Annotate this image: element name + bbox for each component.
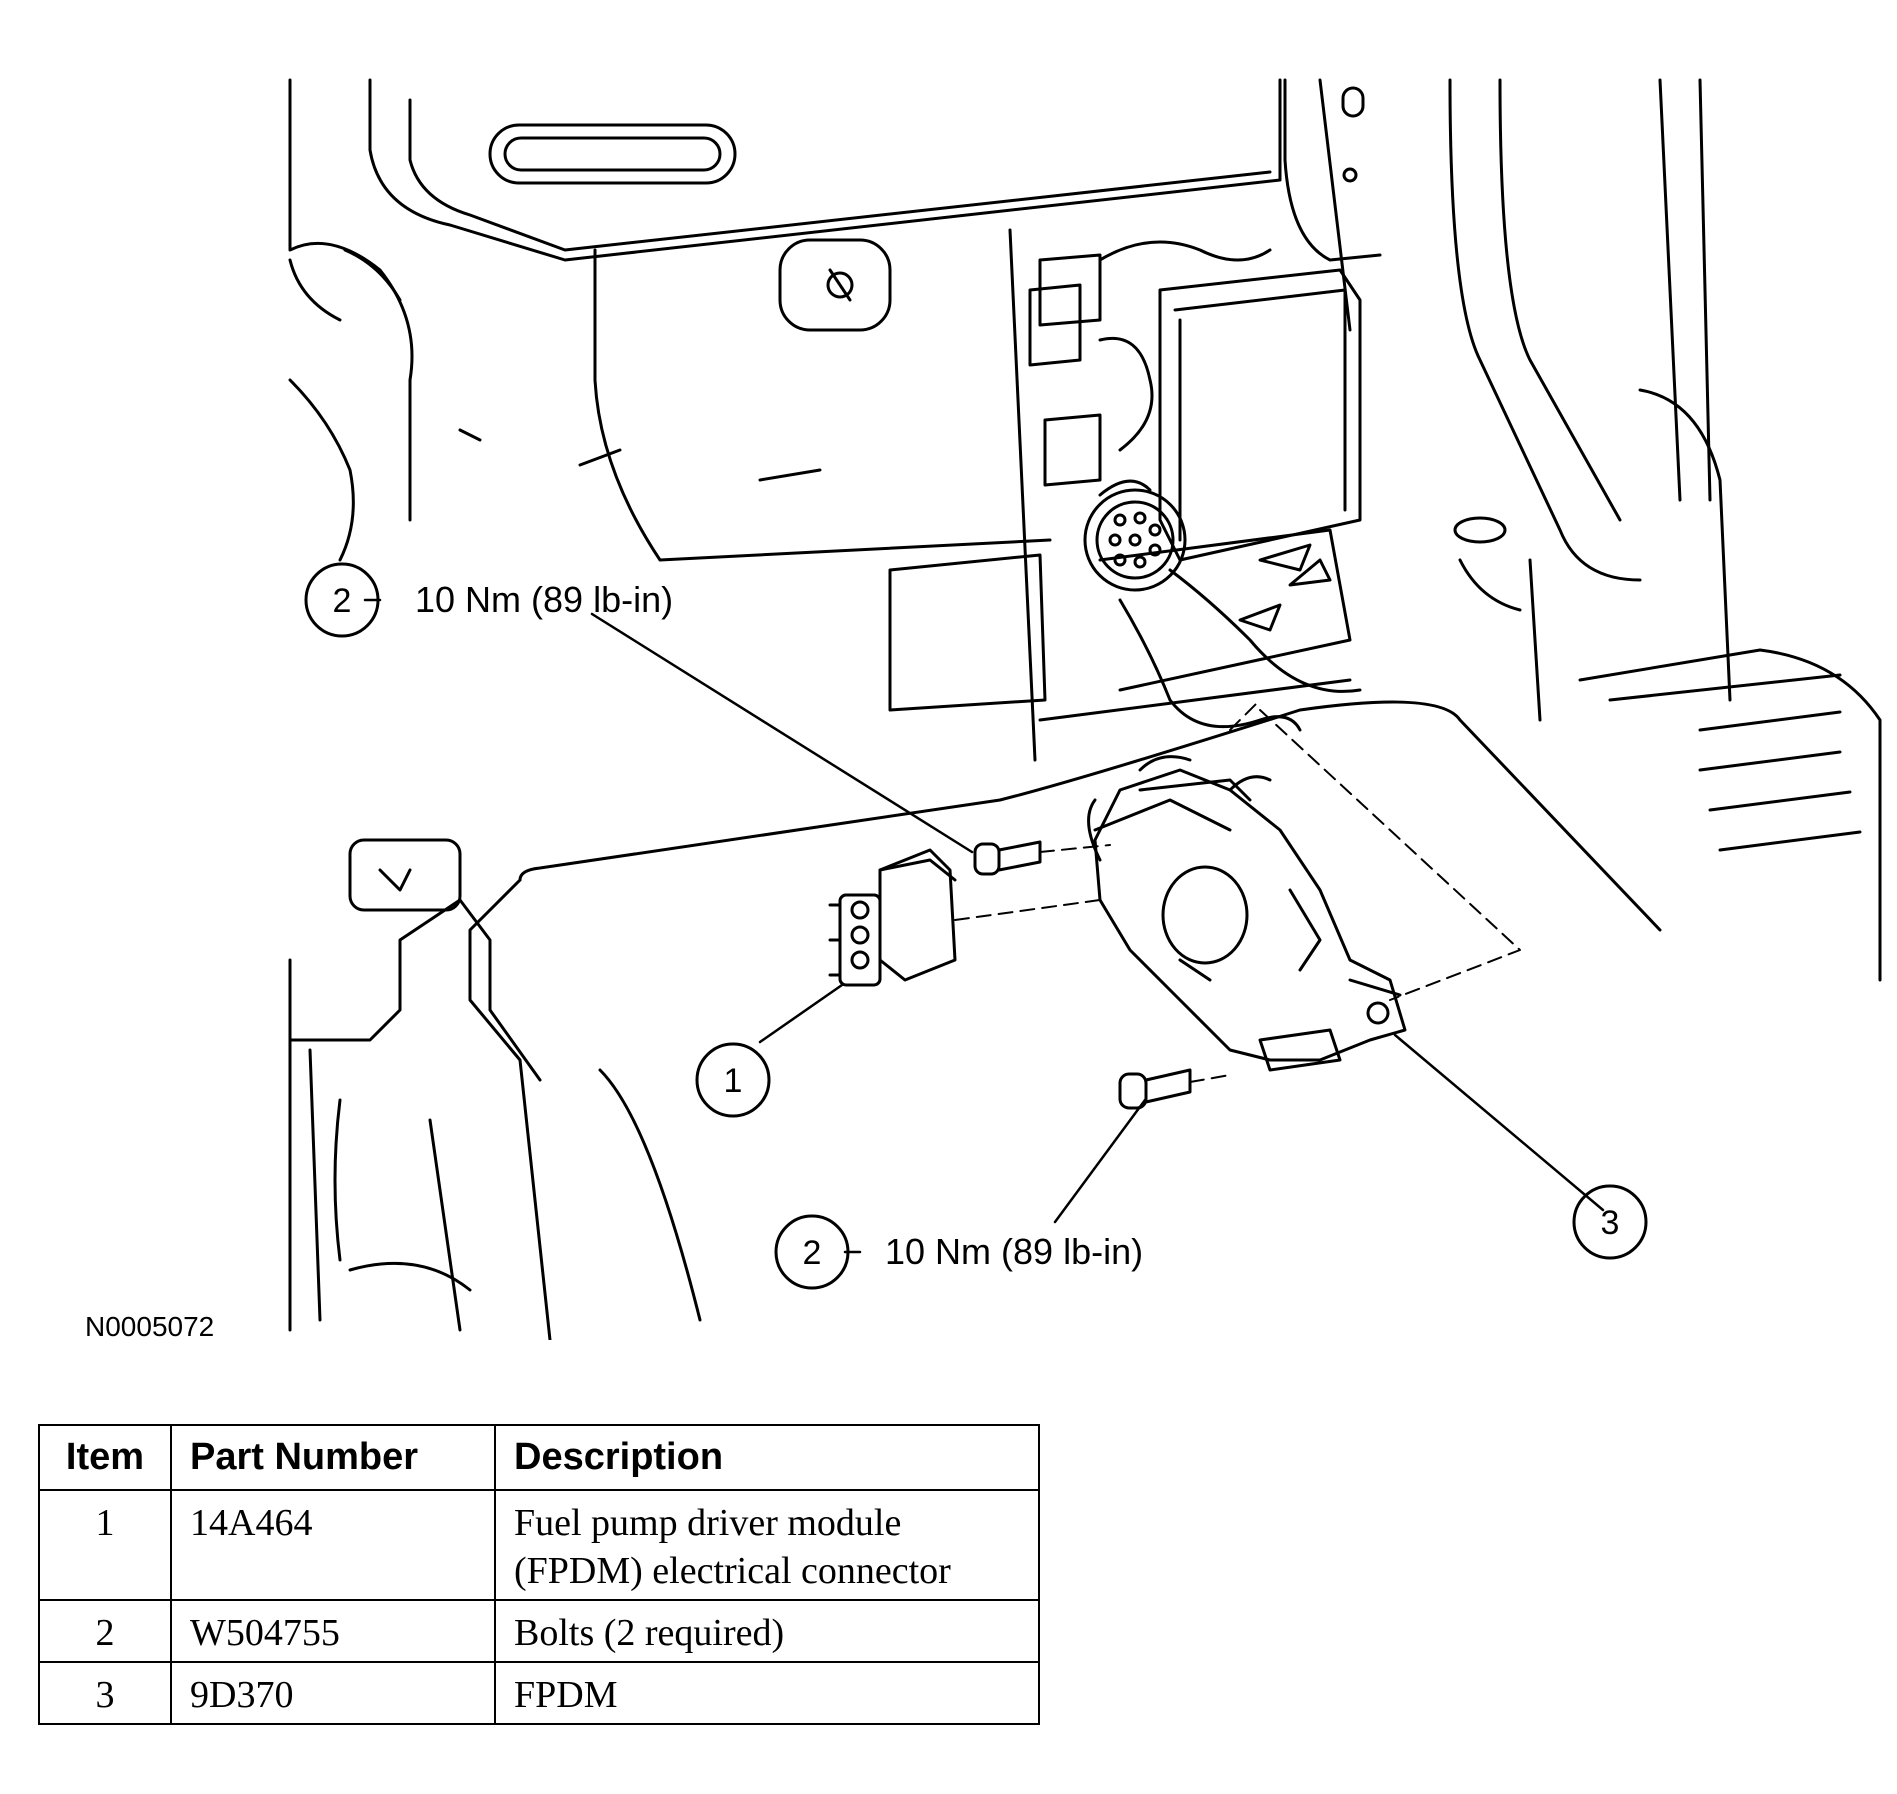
column-header-item: Item bbox=[38, 1424, 172, 1491]
table-row: 1 14A464 Fuel pump driver module (FPDM) … bbox=[38, 1489, 1040, 1601]
svg-text:10 Nm (89 lb-in): 10 Nm (89 lb-in) bbox=[415, 579, 673, 620]
fpdm-electrical-connector bbox=[828, 848, 957, 987]
svg-text:1: 1 bbox=[724, 1062, 743, 1100]
parts-table: Item Part Number Description 1 14A464 Fu… bbox=[38, 1424, 1040, 1725]
svg-text:2: 2 bbox=[333, 582, 352, 620]
svg-text:10 Nm (89 lb-in): 10 Nm (89 lb-in) bbox=[885, 1231, 1143, 1272]
vehicle-floor-structure bbox=[288, 78, 1882, 1340]
description-line: Fuel pump driver module bbox=[514, 1502, 902, 1544]
body-control-module bbox=[1028, 240, 1362, 732]
bolt-upper bbox=[973, 840, 1042, 876]
alignment-lines bbox=[954, 699, 1521, 1083]
callout-2-lower: 2 10 Nm (89 lb-in) bbox=[774, 1214, 1143, 1290]
exploded-view-illustration: 2 10 Nm (89 lb-in) 1 2 10 Nm (89 lb-in) … bbox=[85, 78, 1882, 1340]
svg-text:3: 3 bbox=[1601, 1204, 1620, 1242]
description-line: (FPDM) electrical connector bbox=[514, 1550, 951, 1592]
cell-description: Fuel pump driver module (FPDM) electrica… bbox=[494, 1489, 1040, 1601]
cell-description: Bolts (2 required) bbox=[494, 1599, 1040, 1663]
cell-part-number: W504755 bbox=[170, 1599, 496, 1663]
callout-3: 3 bbox=[1572, 1184, 1648, 1260]
table-header-row: Item Part Number Description bbox=[38, 1424, 1040, 1491]
table-row: 2 W504755 Bolts (2 required) bbox=[38, 1599, 1040, 1663]
column-header-description: Description bbox=[494, 1424, 1040, 1491]
cell-item: 3 bbox=[38, 1661, 172, 1725]
cell-description: FPDM bbox=[494, 1661, 1040, 1725]
cell-item: 1 bbox=[38, 1489, 172, 1601]
callout-2-upper: 2 10 Nm (89 lb-in) bbox=[304, 562, 673, 638]
callout-leaders bbox=[363, 598, 1605, 1254]
svg-text:2: 2 bbox=[803, 1234, 822, 1272]
cell-part-number: 9D370 bbox=[170, 1661, 496, 1725]
figure-id: N0005072 bbox=[85, 1311, 214, 1340]
cell-part-number: 14A464 bbox=[170, 1489, 496, 1601]
bolt-lower bbox=[1118, 1068, 1192, 1110]
callout-1: 1 bbox=[695, 1042, 771, 1118]
cell-item: 2 bbox=[38, 1599, 172, 1663]
column-header-part-number: Part Number bbox=[170, 1424, 496, 1491]
table-row: 3 9D370 FPDM bbox=[38, 1661, 1040, 1725]
description-line: Bolts (2 required) bbox=[514, 1612, 785, 1654]
fpdm-module bbox=[1087, 755, 1407, 1072]
description-line: FPDM bbox=[514, 1674, 618, 1716]
